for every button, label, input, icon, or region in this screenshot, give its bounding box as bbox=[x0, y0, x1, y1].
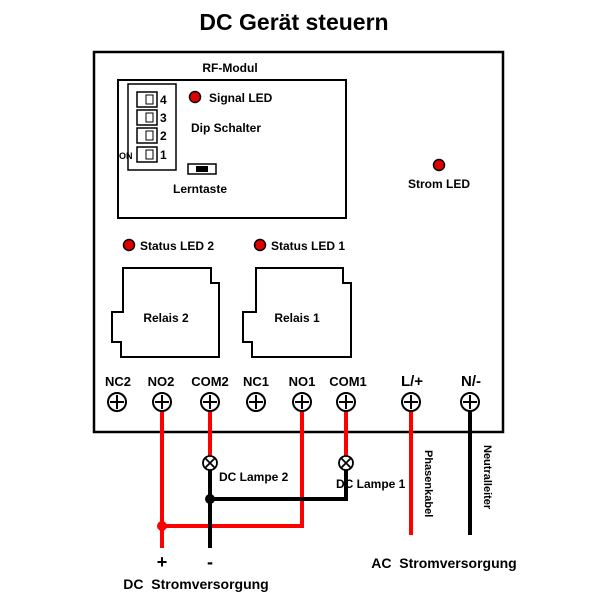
dip-switch-3 bbox=[136, 109, 158, 126]
terminal-com2-screw-icon bbox=[200, 392, 220, 412]
dip-switch-housing bbox=[127, 83, 177, 171]
status-led-2-label: Status LED 2 bbox=[140, 239, 214, 253]
neutral-conductor-label: Neutralleiter bbox=[481, 445, 493, 510]
junction-minus bbox=[205, 494, 215, 504]
controller-box bbox=[92, 50, 505, 434]
lamp-1-icon bbox=[338, 455, 354, 471]
terminal-nc1-label: NC1 bbox=[243, 374, 269, 389]
dip-switch-2 bbox=[136, 127, 158, 144]
terminal-nc2-label: NC2 bbox=[105, 374, 131, 389]
dc-minus-sign: - bbox=[207, 552, 213, 572]
diagram-title: DC Gerät steuern bbox=[199, 9, 388, 35]
dc-supply-label: DC Stromversorgung bbox=[123, 576, 268, 592]
terminal-no2-label: NO2 bbox=[148, 374, 175, 389]
dip-switch-4 bbox=[136, 91, 158, 108]
power-led-icon bbox=[432, 158, 446, 172]
junction-plus bbox=[157, 521, 167, 531]
learn-key-label: Lerntaste bbox=[173, 182, 227, 196]
terminal-com1-label: COM1 bbox=[329, 374, 367, 389]
dip-switch-label: Dip Schalter bbox=[191, 121, 261, 135]
terminal-com1-screw-icon bbox=[336, 392, 356, 412]
power-led-label: Strom LED bbox=[408, 177, 470, 191]
terminal-l-screw-icon bbox=[401, 392, 421, 412]
relay-1-icon bbox=[242, 267, 352, 358]
ac-supply-label: AC Stromversorgung bbox=[371, 555, 516, 571]
dc-plus-sign: + bbox=[157, 552, 168, 572]
dip-switch-1 bbox=[136, 146, 158, 163]
terminal-com2-label: COM2 bbox=[191, 374, 229, 389]
status-led-1-label: Status LED 1 bbox=[271, 239, 345, 253]
dip-on-label: ON bbox=[119, 151, 133, 161]
relay-1-label: Relais 1 bbox=[274, 311, 320, 325]
signal-led-icon bbox=[188, 90, 202, 104]
lamp-1-label: DC Lampe 1 bbox=[336, 477, 406, 491]
terminal-n-screw-icon bbox=[460, 392, 480, 412]
lamp-2-label: DC Lampe 2 bbox=[219, 470, 289, 484]
relay-2-label: Relais 2 bbox=[143, 311, 189, 325]
dip-number-1: 1 bbox=[160, 148, 167, 162]
rf-module-label: RF-Modul bbox=[202, 61, 257, 75]
wire-lamp1-minus bbox=[210, 470, 348, 501]
phase-cable-label: Phasenkabel bbox=[422, 450, 434, 517]
dip-number-4: 4 bbox=[160, 93, 167, 107]
terminal-nc2-screw-icon bbox=[107, 392, 127, 412]
lamp-2-icon bbox=[202, 455, 218, 471]
wire-no1-plus bbox=[162, 402, 304, 528]
relay-2-icon bbox=[111, 267, 220, 358]
status-led-1-icon bbox=[253, 238, 267, 252]
dip-number-3: 3 bbox=[160, 111, 167, 125]
status-led-2-icon bbox=[122, 238, 136, 252]
signal-led-label: Signal LED bbox=[209, 91, 273, 105]
terminal-no1-label: NO1 bbox=[289, 374, 316, 389]
terminal-no1-screw-icon bbox=[292, 392, 312, 412]
terminal-l-label: L/+ bbox=[401, 373, 423, 390]
rf-module-box bbox=[117, 79, 347, 219]
terminal-no2-screw-icon bbox=[152, 392, 172, 412]
dip-switch: 4 3 2 1 ON bbox=[119, 83, 177, 171]
dip-number-2: 2 bbox=[160, 129, 167, 143]
terminal-n-label: N/- bbox=[461, 373, 481, 390]
learn-key-cap bbox=[196, 166, 208, 172]
terminal-nc1-screw-icon bbox=[246, 392, 266, 412]
